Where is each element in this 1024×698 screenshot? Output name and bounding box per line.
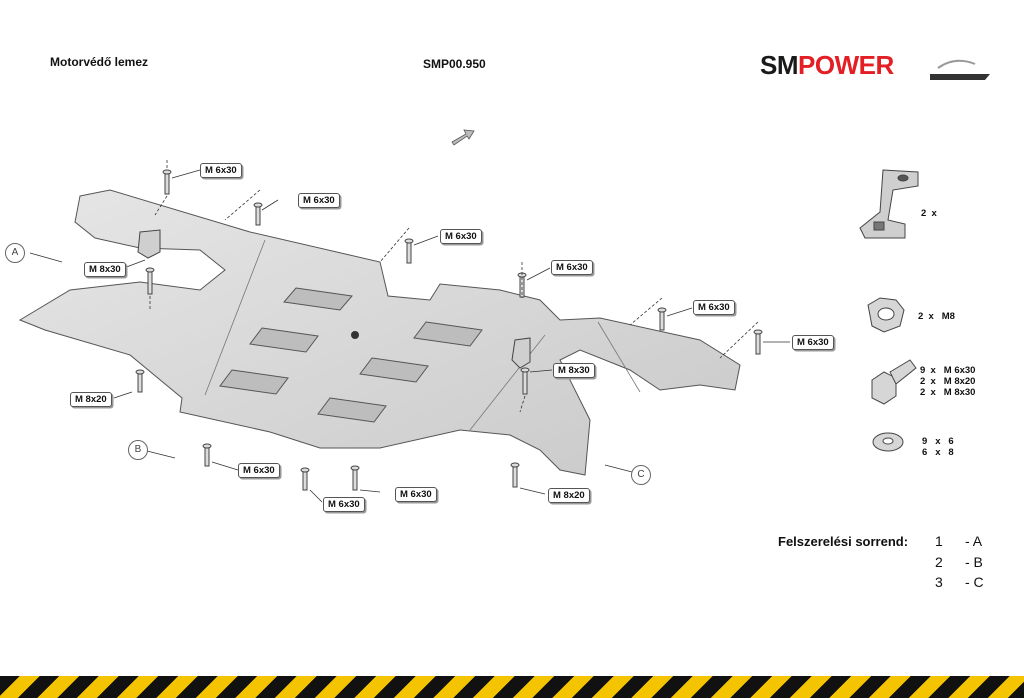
bolt-icon — [202, 443, 212, 467]
bracket-a-icon — [137, 229, 161, 259]
marker-a: A — [5, 243, 25, 263]
sequence-step-number: 2 — [935, 554, 943, 570]
label-m6x30: M 6x30 — [200, 163, 242, 178]
washer-part-icon — [872, 432, 904, 452]
label-m6x30: M 6x30 — [298, 193, 340, 208]
label-m6x30: M 6x30 — [792, 335, 834, 350]
bolt-icon — [753, 329, 763, 355]
marker-c: C — [631, 465, 651, 485]
plate-cutouts — [219, 287, 483, 423]
diagram-title: Motorvédő lemez — [50, 55, 149, 69]
nut-quantity: 2 x M8 — [918, 311, 955, 322]
hazard-stripe-footer — [0, 676, 1024, 698]
bolt-part-icon — [871, 359, 917, 405]
bolt-icon — [657, 307, 667, 331]
logo-swoosh-icon — [930, 59, 990, 80]
bolt-quantities: 9 x M 6x30 2 x M 8x20 2 x M 8x30 — [920, 365, 976, 398]
marker-b: B — [128, 440, 148, 460]
sequence-step-number: 3 — [935, 574, 943, 590]
label-m6x30: M 6x30 — [693, 300, 735, 315]
bolt-icon — [404, 238, 414, 264]
sequence-step-letter: - C — [965, 574, 984, 590]
bolt-icon — [520, 367, 530, 395]
bolt-icon — [510, 462, 520, 488]
washer-quantities: 9 x 6 6 x 8 — [922, 436, 954, 458]
label-m6x30: M 6x30 — [238, 463, 280, 478]
label-m6x30: M 6x30 — [551, 260, 593, 275]
label-m6x30: M 6x30 — [395, 487, 437, 502]
sequence-step-letter: - A — [965, 533, 983, 549]
direction-arrow-icon — [451, 129, 475, 146]
center-hole-icon — [351, 331, 359, 339]
skid-plate — [18, 189, 741, 476]
label-m8x30: M 8x30 — [84, 262, 126, 277]
bolt-icon — [300, 467, 310, 491]
logo-power-text: POWER — [798, 50, 894, 80]
bolt-icon — [253, 202, 263, 226]
installation-sequence-title: Felszerelési sorrend: — [778, 534, 909, 549]
leader-lines — [29, 169, 790, 503]
sequence-step-number: 1 — [935, 533, 943, 549]
label-m8x30: M 8x30 — [553, 363, 595, 378]
bolt-icon — [350, 465, 360, 491]
sequence-step-letter: - B — [965, 554, 983, 570]
label-m6x30: M 6x30 — [323, 497, 365, 512]
bracket-quantity: 2 x — [921, 208, 937, 219]
bracket-part-icon — [859, 169, 919, 239]
label-m6x30: M 6x30 — [440, 229, 482, 244]
nut-part-icon — [867, 297, 905, 333]
plate-fold-lines — [204, 239, 641, 431]
brand-logo: SMPOWER — [760, 50, 894, 81]
assembly-lines — [149, 160, 759, 413]
part-code: SMP00.950 — [423, 57, 486, 71]
bolt-icon — [162, 169, 172, 195]
label-m8x20: M 8x20 — [70, 392, 112, 407]
bolt-icon — [135, 369, 145, 393]
bolt-icon — [145, 267, 155, 295]
bracket-c-icon — [511, 337, 531, 369]
logo-sm-text: SM — [760, 50, 799, 80]
label-m8x20: M 8x20 — [548, 488, 590, 503]
